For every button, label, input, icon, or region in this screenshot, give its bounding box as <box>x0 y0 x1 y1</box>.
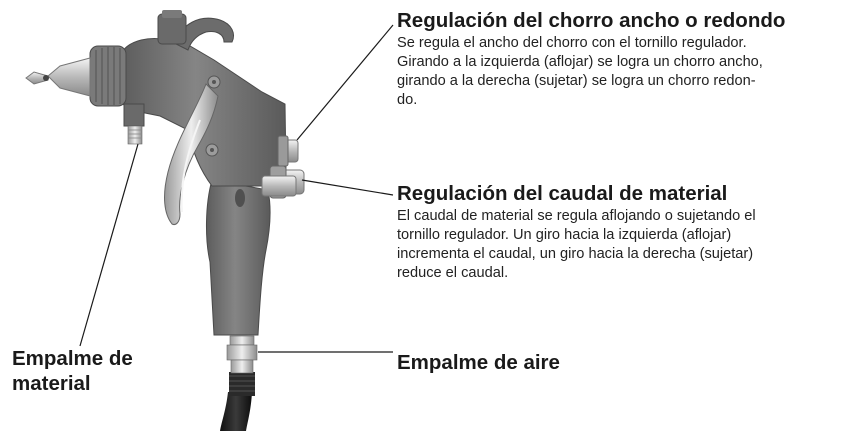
spray-width-line-2: Girando a la izquierda (aflojar) se logr… <box>397 54 763 70</box>
material-connection-fitting <box>123 103 145 145</box>
nozzle <box>25 57 91 97</box>
material-flow-line-3: incrementa el caudal, un giro hacia la d… <box>397 246 754 262</box>
top-inlet <box>157 13 187 45</box>
material-connection-label: Empalme de material <box>12 346 133 396</box>
spray-width-title: Regulación del chorro ancho o redondo <box>397 9 786 32</box>
leader-material-flow <box>301 179 394 196</box>
gun-handle <box>206 179 271 336</box>
air-connection-label: Empalme de aire <box>397 351 560 374</box>
material-flow-line-2: tornillo regulador. Un giro hacia la izq… <box>397 227 732 243</box>
leader-material-connection <box>79 143 139 347</box>
material-flow-line-1: El caudal de material se regula aflojand… <box>397 208 756 224</box>
spray-width-knob <box>277 135 299 167</box>
air-cap-ring <box>89 45 127 107</box>
spray-width-line-1: Se regula el ancho del chorro con el tor… <box>397 35 747 51</box>
material-connection-line-1: Empalme de <box>12 347 133 370</box>
air-valve-rod <box>261 175 297 197</box>
trigger <box>164 83 219 225</box>
material-flow-title: Regulación del caudal de material <box>397 182 728 205</box>
material-flow-line-4: reduce el caudal. <box>397 265 509 281</box>
leader-spray-width <box>296 24 394 141</box>
spray-width-line-4: do. <box>397 92 418 108</box>
material-flow-description: El caudal de material se regula aflojand… <box>397 207 856 283</box>
spray-width-description: Se regula el ancho del chorro con el tor… <box>397 34 856 110</box>
material-connection-line-2: material <box>12 372 91 395</box>
spray-width-line-3: girando a la derecha (sujetar) se logra … <box>397 73 756 89</box>
air-connection-fitting <box>226 335 258 374</box>
gun-hook <box>175 17 234 51</box>
air-hose <box>220 372 255 431</box>
